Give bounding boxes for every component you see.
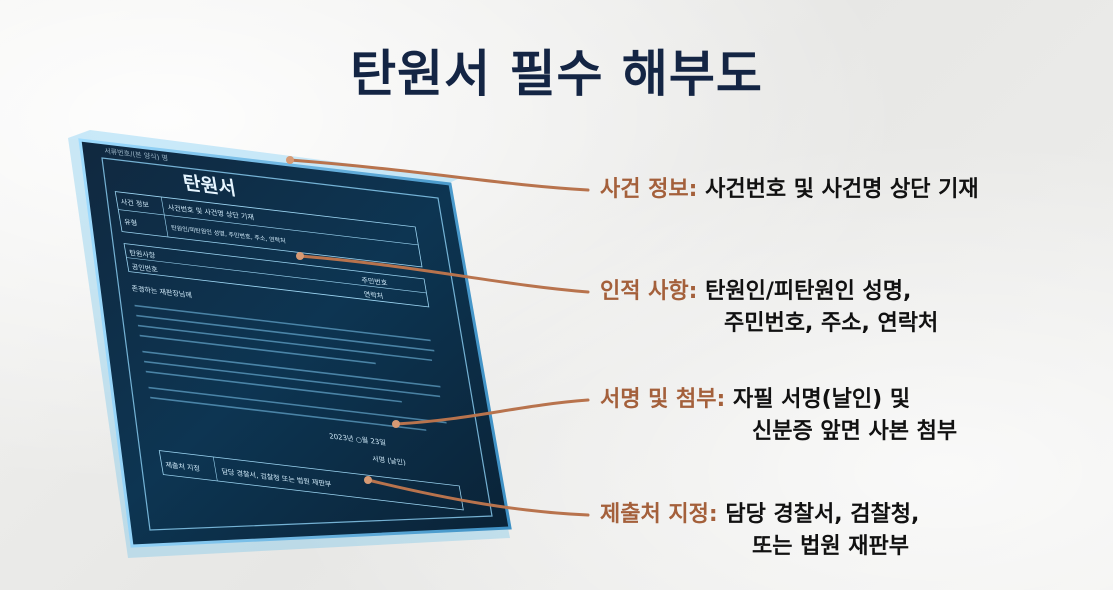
callout-text: 탄원인/피탄원인 성명, xyxy=(705,279,912,304)
doc-row-label-2: 유형 xyxy=(123,217,137,227)
document-illustration: 서류번호/(본 양식) 명 탄원서 사건 정보 사건번호 및 사건명 상단 기재… xyxy=(68,130,512,558)
callout-text: 담당 경찰서, 검찰청, xyxy=(725,502,920,527)
doc-row-label-1: 사건 정보 xyxy=(120,197,150,209)
doc-signature: 서명 (날인) xyxy=(372,454,407,467)
callout-text: 자필 서명(날인) 및 xyxy=(733,387,911,412)
page-title: 탄원서 필수 해부도 xyxy=(350,45,763,103)
callout-key: 서명 및 첨부: xyxy=(600,387,726,412)
glass-document: 서류번호/(본 양식) 명 탄원서 사건 정보 사건번호 및 사건명 상단 기재… xyxy=(40,118,560,578)
callout-signature: 서명 및 첨부: 자필 서명(날인) 및 신분증 앞면 사본 첨부 xyxy=(600,384,957,448)
callout-submission: 제출처 지정: 담당 경찰서, 검찰청, 또는 법원 재판부 xyxy=(600,499,919,563)
callout-key: 제출처 지정: xyxy=(600,502,718,527)
doc-personal-right2: 연락처 xyxy=(363,289,384,300)
callout-personal-info: 인적 사항: 탄원인/피탄원인 성명, 주민번호, 주소, 연락처 xyxy=(600,276,938,340)
doc-body-text-lines xyxy=(134,304,447,431)
callout-text-line2: 신분증 앞면 사본 첨부 xyxy=(752,419,958,444)
callout-text-line2: 또는 법원 재판부 xyxy=(752,534,909,559)
callout-text: 사건번호 및 사건명 상단 기재 xyxy=(705,177,979,202)
callout-key: 사건 정보: xyxy=(600,177,698,202)
doc-personal-left2: 공인번호 xyxy=(131,262,159,274)
callout-text-line2: 주민번호, 주소, 연락처 xyxy=(724,311,939,336)
callout-case-info: 사건 정보: 사건번호 및 사건명 상단 기재 xyxy=(600,174,979,206)
doc-personal-left: 탄원사항 xyxy=(129,248,157,260)
callout-key: 인적 사항: xyxy=(600,279,698,304)
doc-footer-label: 제출처 지정 xyxy=(165,460,201,473)
